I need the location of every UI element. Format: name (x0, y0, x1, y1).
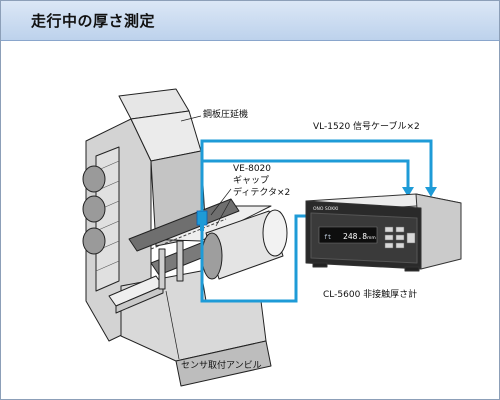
display-reading: 248.8 (343, 232, 367, 241)
label-detector-line3: ディテクタ×2 (233, 188, 291, 198)
thickness-meter (305, 193, 462, 272)
signal-cables (200, 139, 437, 303)
label-sensor-bracket: センサ取付アンビル (181, 361, 262, 371)
leader-lines (165, 115, 232, 360)
meter-brand: ONO SOKKI (313, 206, 339, 212)
label-thickness-meter: CL-5600 非接触厚さ計 (323, 290, 418, 300)
label-rolling-mill: 鋼板圧延機 (203, 110, 249, 120)
label-detector-line2: ギャップ (233, 176, 270, 186)
display-unit: mm (367, 236, 376, 241)
page-title: 走行中の厚さ測定 (31, 12, 156, 30)
display-index: ft (324, 234, 332, 241)
label-detector-model: VE-8020 (233, 164, 271, 174)
label-signal-cable: VL-1520 信号ケーブル×2 (313, 122, 420, 132)
title-bar: 走行中の厚さ測定 (1, 1, 499, 41)
steel-strip-rolls (128, 198, 288, 290)
